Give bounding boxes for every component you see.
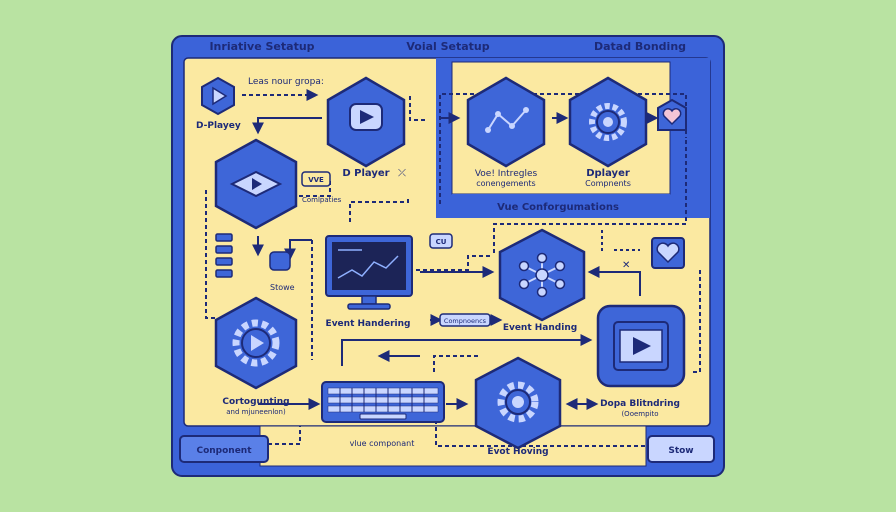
- event-handing-node[interactable]: [498, 228, 586, 322]
- heart-icon: [662, 108, 682, 126]
- gear-icon: [497, 381, 539, 423]
- film-play-icon: [613, 321, 669, 371]
- play-icon: [229, 170, 283, 198]
- keyboard-icon[interactable]: [321, 381, 445, 423]
- heart-node-top[interactable]: [657, 98, 687, 131]
- component-button[interactable]: Conponent: [179, 435, 269, 463]
- dplayer-components-node[interactable]: [568, 76, 648, 168]
- dplayer-components-label-top: Dplayer: [586, 168, 630, 179]
- data-binding-bottom-label-1: Dopa Blitndring: [600, 399, 680, 409]
- x-mark: ✕: [622, 260, 630, 271]
- event-hoving-node[interactable]: [474, 356, 562, 450]
- dplayer-components-label-bottom: Compnents: [585, 179, 631, 188]
- d-player-small-label: D-Playey: [196, 121, 241, 131]
- connector-2: [252, 117, 322, 135]
- vue-component-label: vlue componant: [350, 439, 415, 448]
- play-icon: [349, 103, 383, 131]
- computer-monitor-icon[interactable]: [325, 235, 413, 310]
- cross-mark: ⤫: [398, 168, 406, 179]
- event-handering-label: Event Handering: [326, 319, 411, 329]
- line-graph-icon: [485, 107, 529, 133]
- vue-config-strip: [452, 194, 670, 218]
- top-left-caption: Leas nour gropa:: [248, 77, 324, 87]
- heart-node-right[interactable]: [651, 237, 685, 269]
- component-button-bg: [179, 435, 269, 463]
- stowe-node-box: [269, 251, 291, 271]
- compnoencs-tag-text: Compnoencs: [444, 317, 487, 325]
- connector-27: [268, 426, 301, 445]
- connector-22: [433, 355, 478, 372]
- connector-13: [284, 239, 312, 261]
- connector-15: [416, 255, 492, 271]
- stow-button-bg: [647, 435, 715, 463]
- cu-tag: CU: [429, 233, 453, 249]
- connector-20: [341, 334, 593, 366]
- connector-9: [349, 196, 409, 222]
- compnoencs-tag: Compnoencs: [439, 313, 491, 327]
- gear-play-icon: [232, 319, 280, 367]
- data-binding-bottom-label-2: (Ooempito: [621, 410, 658, 418]
- connector-29: [690, 270, 701, 373]
- event-hoving-label: Evot Hoving: [487, 447, 548, 457]
- play-icon: [212, 86, 228, 106]
- data-binding-node[interactable]: [596, 304, 686, 388]
- vue-integrations-node[interactable]: [466, 76, 546, 168]
- completion-label: Comlpaties: [302, 196, 342, 204]
- vue-configurations-label: Vue Conforgumations: [497, 202, 619, 213]
- vue-badge-text: VVE: [308, 176, 324, 184]
- stowe-label: Stowe: [270, 283, 295, 292]
- stowe-node[interactable]: [269, 251, 291, 271]
- configurating-node[interactable]: [214, 296, 298, 390]
- vue-badge: VVE: [301, 171, 331, 187]
- configurating-label-2: and mjuneenlon): [226, 408, 286, 416]
- stow-button-label: Stow: [668, 446, 693, 456]
- stow-button[interactable]: Stow: [647, 435, 715, 463]
- connector-11: [493, 140, 687, 254]
- component-button-label: Conponent: [196, 446, 252, 456]
- connector-8: [205, 190, 216, 319]
- cu-tag-text: CU: [436, 238, 447, 246]
- title-data-binding: Datad Bonding: [594, 40, 686, 53]
- title-vue-setup: Voial Setatup: [406, 40, 489, 53]
- heart-icon: [656, 242, 680, 264]
- connector-3: [409, 96, 426, 121]
- event-handing-label: Event Handing: [503, 323, 577, 333]
- bracket-icon: [215, 233, 233, 278]
- d-player-node[interactable]: [326, 76, 406, 168]
- vue-integrations-label-2: conengements: [476, 179, 535, 188]
- connector-28: [435, 420, 646, 447]
- title-initial-setup: Inriative Setatup: [209, 40, 314, 53]
- left-play-node[interactable]: [214, 138, 298, 230]
- d-player-label: D Player: [342, 168, 389, 179]
- network-node-icon: [518, 252, 566, 298]
- small-play-node[interactable]: [201, 76, 235, 116]
- configurating-label-1: Cortogunting: [222, 397, 289, 407]
- gear-icon: [589, 103, 627, 141]
- vue-integrations-label-1: Voe! Intregles: [475, 169, 538, 179]
- connector-17: [587, 266, 641, 296]
